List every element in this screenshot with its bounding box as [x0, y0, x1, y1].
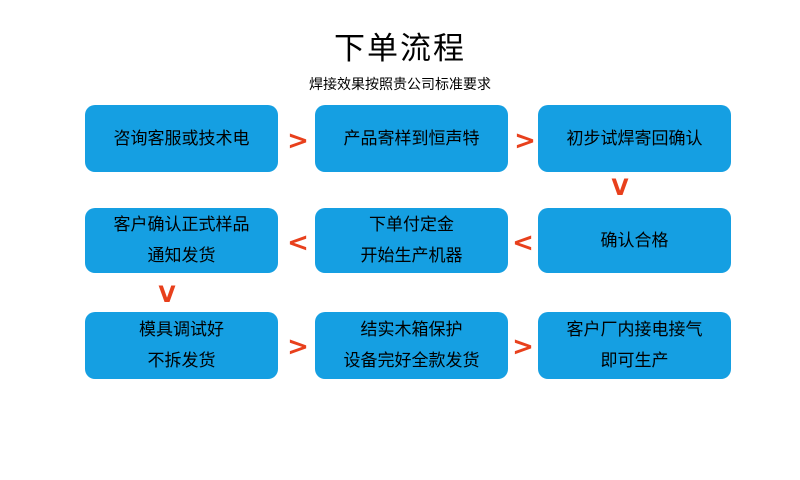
flow-box-r1c1[interactable]: 咨询客服或技术电 — [85, 105, 278, 172]
flow-box-r2c3-line1: 确认合格 — [600, 230, 669, 251]
flow-box-r2c2[interactable]: 下单付定金 开始生产机器 — [315, 208, 508, 273]
arrow-down-r1-to-r2: V — [611, 176, 629, 201]
flow-box-r3c2-line2: 设备完好全款发货 — [343, 350, 480, 371]
arrow-right-r1-c2-c3: > — [514, 126, 536, 156]
arrow-left-r2-c2-c1: < — [287, 228, 309, 258]
flow-box-r1c1-line1: 咨询客服或技术电 — [113, 128, 250, 149]
flow-box-r1c2-line1: 产品寄样到恒声特 — [343, 128, 480, 149]
flow-box-r3c2[interactable]: 结实木箱保护 设备完好全款发货 — [315, 312, 508, 379]
flow-box-r2c1[interactable]: 客户确认正式样品 通知发货 — [85, 208, 278, 273]
flow-box-r3c2-line1: 结实木箱保护 — [360, 319, 463, 340]
arrow-left-r2-c3-c2: < — [512, 228, 534, 258]
flow-box-r3c3[interactable]: 客户厂内接电接气 即可生产 — [538, 312, 731, 379]
flow-box-r3c3-line1: 客户厂内接电接气 — [566, 319, 703, 340]
arrow-down-r2-to-r3: V — [158, 283, 176, 308]
page-subtitle: 焊接效果按照贵公司标准要求 — [309, 77, 491, 93]
flow-box-r2c2-line1: 下单付定金 — [369, 214, 454, 235]
flow-box-r3c1[interactable]: 模具调试好 不拆发货 — [85, 312, 278, 379]
arrow-right-r3-c2-c3: > — [512, 332, 534, 362]
flow-box-r3c1-line1: 模具调试好 — [139, 319, 224, 340]
flow-box-r1c2[interactable]: 产品寄样到恒声特 — [315, 105, 508, 172]
flow-box-r2c1-line2: 通知发货 — [147, 245, 216, 266]
arrow-right-r1-c1-c2: > — [287, 126, 309, 156]
flow-box-r1c3[interactable]: 初步试焊寄回确认 — [538, 105, 731, 172]
flow-box-r3c3-line2: 即可生产 — [600, 350, 669, 371]
flow-box-r1c3-line1: 初步试焊寄回确认 — [566, 128, 703, 149]
flow-box-r3c1-line2: 不拆发货 — [147, 350, 216, 371]
flow-box-r2c1-line1: 客户确认正式样品 — [113, 214, 250, 235]
arrow-right-r3-c1-c2: > — [287, 332, 309, 362]
flow-box-r2c3[interactable]: 确认合格 — [538, 208, 731, 273]
page-title: 下单流程 — [334, 31, 466, 67]
flow-box-r2c2-line2: 开始生产机器 — [360, 245, 463, 266]
